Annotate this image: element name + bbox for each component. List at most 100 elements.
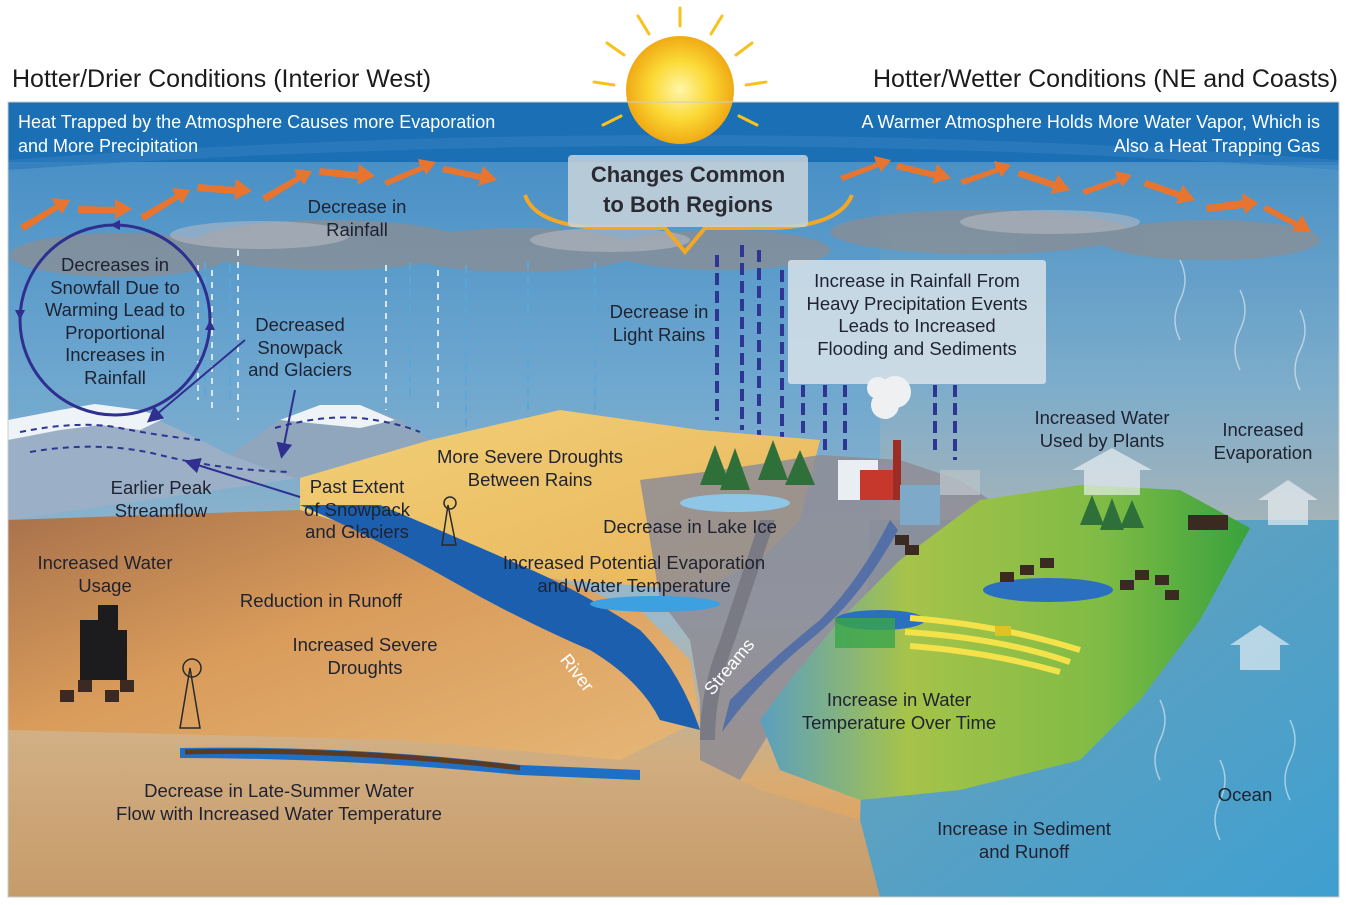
evaporation-arrows bbox=[1072, 448, 1318, 670]
label-line: Leads to Increased bbox=[838, 315, 996, 337]
common-line-2: to Both Regions bbox=[603, 191, 773, 217]
label-light-rains: Decrease in Light Rains bbox=[590, 301, 728, 346]
river bbox=[300, 505, 700, 730]
label-water-usage: Increased Water Usage bbox=[22, 552, 188, 597]
label-line: Between Rains bbox=[467, 468, 593, 490]
lower-soil bbox=[8, 730, 880, 897]
light-rain-streaks bbox=[197, 250, 439, 420]
band-curve bbox=[8, 135, 1339, 170]
label-line: Increased Water bbox=[37, 552, 173, 573]
heat-arrows bbox=[20, 156, 1311, 232]
label-line: Increases in bbox=[65, 344, 165, 366]
label-decrease-rainfall: Decrease in Rainfall bbox=[268, 196, 446, 241]
label-line: Snowfall Due to bbox=[50, 276, 180, 298]
label-snowpack: Decreased Snowpack and Glaciers bbox=[230, 314, 370, 382]
label-line: Increase in Water bbox=[826, 689, 972, 710]
label-line: Rainfall bbox=[326, 218, 388, 240]
label-line: Used by Plants bbox=[1039, 429, 1165, 451]
label-line: Decrease in bbox=[307, 196, 407, 217]
right-band-caption: A Warmer Atmosphere Holds More Water Vap… bbox=[760, 110, 1320, 159]
label-line: Proportional bbox=[65, 321, 165, 343]
label-lake-ice: Decrease in Lake Ice bbox=[585, 516, 795, 539]
label-line: Droughts bbox=[327, 656, 403, 678]
label-line: Decrease in bbox=[609, 301, 709, 322]
mountain-left bbox=[8, 410, 300, 520]
left-band-line-1: Heat Trapped by the Atmosphere Causes mo… bbox=[18, 112, 496, 132]
label-water-temp: Increase in Water Temperature Over Time bbox=[780, 689, 1018, 734]
label-line: Evaporation bbox=[1213, 441, 1313, 463]
windmill-icon bbox=[179, 496, 457, 729]
label-snowfall-cycle: Decreases in Snowfall Due to Warming Lea… bbox=[25, 254, 205, 389]
late-summer-stream bbox=[180, 747, 640, 780]
label-line: and Runoff bbox=[978, 840, 1070, 862]
snowfall-cycle-circle bbox=[15, 220, 215, 417]
label-past-extent: Past Extent of Snowpack and Glaciers bbox=[290, 476, 424, 544]
cloud-highlights bbox=[170, 210, 1140, 252]
label-line: Temperature Over Time bbox=[801, 711, 997, 733]
evaporation-lines bbox=[1154, 259, 1306, 841]
label-line: Past Extent bbox=[309, 476, 405, 497]
label-line: Decrease in Lake Ice bbox=[603, 516, 777, 537]
label-line: More Severe Droughts bbox=[436, 446, 624, 467]
snowcap-right bbox=[280, 405, 395, 428]
label-ocean: Ocean bbox=[1217, 784, 1273, 805]
factory-icon bbox=[838, 376, 940, 525]
left-band-line-2: and More Precipitation bbox=[18, 136, 199, 157]
label-line: of Snowpack bbox=[304, 498, 410, 520]
label-line: and Water Temperature bbox=[537, 574, 731, 596]
label-line: Decreased bbox=[255, 314, 345, 335]
dry-bed bbox=[184, 748, 521, 771]
label-line: Flooding and Sediments bbox=[817, 337, 1017, 359]
label-line: and Glaciers bbox=[248, 359, 352, 381]
bridge bbox=[940, 470, 980, 495]
label-line: Rainfall bbox=[84, 366, 146, 388]
label-line: Increased Potential Evaporation bbox=[502, 552, 766, 573]
crop-field bbox=[835, 615, 1081, 675]
lake-green bbox=[983, 578, 1113, 602]
label-line: Earlier Peak bbox=[110, 477, 212, 498]
streams-blue bbox=[722, 520, 898, 732]
label-line: Usage bbox=[78, 574, 132, 596]
label-line: Flow with Increased Water Temperature bbox=[116, 802, 442, 824]
frame bbox=[7, 101, 1340, 898]
label-line: Heavy Precipitation Events bbox=[806, 292, 1028, 314]
desert-land bbox=[8, 510, 700, 760]
left-band-caption: Heat Trapped by the Atmosphere Causes mo… bbox=[18, 110, 495, 159]
label-line: Increase in Sediment bbox=[937, 818, 1111, 839]
house-icons bbox=[60, 515, 1228, 702]
label-line: Increased bbox=[1222, 419, 1304, 440]
right-title: Hotter/Wetter Conditions (NE and Coasts) bbox=[872, 65, 1338, 93]
mountain-right bbox=[230, 405, 430, 480]
sun-icon bbox=[592, 6, 768, 144]
label-severe-droughts: Increased Severe Droughts bbox=[275, 634, 455, 679]
right-band-line-2: Also a Heat Trapping Gas bbox=[1113, 136, 1320, 157]
heavy-precip-box bbox=[788, 260, 1046, 384]
label-line: Reduction in Runoff bbox=[239, 590, 403, 611]
heavy-rain-streaks bbox=[715, 245, 957, 460]
lake-icon bbox=[680, 494, 790, 512]
label-late-summer: Decrease in Late-Summer Water Flow with … bbox=[88, 780, 470, 825]
label-line: Warming Lead to bbox=[44, 299, 186, 321]
pointer-arrows bbox=[146, 339, 301, 498]
city-icon bbox=[80, 605, 127, 680]
rain-streaks bbox=[204, 262, 596, 430]
label-earlier-peak: Earlier Peak Streamflow bbox=[90, 477, 232, 522]
label-line: Snowpack bbox=[257, 336, 343, 358]
label-line: and Glaciers bbox=[305, 521, 409, 543]
left-title: Hotter/Drier Conditions (Interior West) bbox=[12, 65, 432, 93]
label-line: Increased Severe bbox=[292, 634, 438, 655]
right-band-line-1: A Warmer Atmosphere Holds More Water Vap… bbox=[861, 112, 1320, 132]
common-changes-title: Changes Common to Both Regions bbox=[568, 160, 808, 219]
label-line: Increase in Rainfall From bbox=[814, 270, 1020, 291]
label-plants: Increased Water Used by Plants bbox=[1018, 407, 1186, 452]
common-bracket bbox=[523, 194, 854, 256]
label-evaporation: Increased Evaporation bbox=[1200, 419, 1326, 464]
label-line: Streamflow bbox=[114, 499, 208, 521]
label-droughts-between: More Severe Droughts Between Rains bbox=[420, 446, 640, 491]
label-line: Increased Water bbox=[1034, 407, 1170, 428]
past-snow-extent bbox=[19, 416, 421, 473]
label-sediment: Increase in Sediment and Runoff bbox=[910, 818, 1138, 863]
label-runoff: Reduction in Runoff bbox=[220, 590, 422, 613]
label-line: Decreases in bbox=[61, 254, 169, 275]
